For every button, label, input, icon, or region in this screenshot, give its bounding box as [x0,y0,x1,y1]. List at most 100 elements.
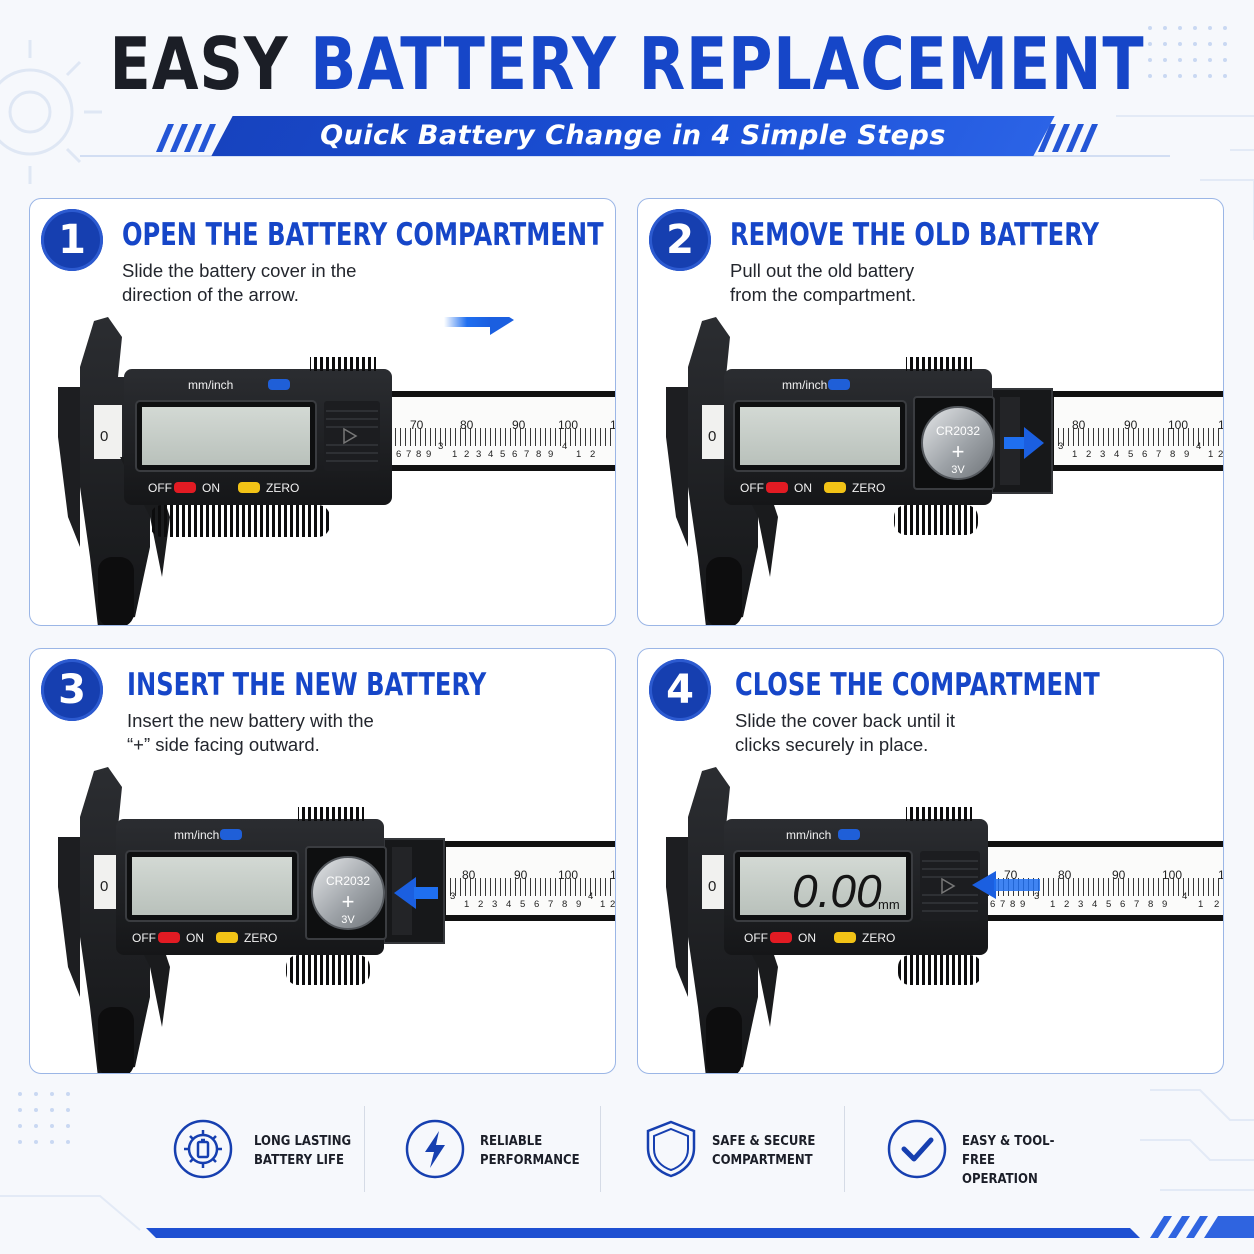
off-button [770,932,792,943]
off-button [158,932,180,943]
step-card-2: 2 REMOVE THE OLD BATTERY Pull out the ol… [637,198,1224,626]
scale-label: 3 [492,899,497,910]
scale-label: 2 [478,899,483,910]
on-label: ON [202,481,220,495]
scale-label: 5 [520,899,525,910]
gear-battery-icon [173,1119,233,1179]
slide-back-arrow-icon [972,871,1040,899]
scale-label: 7 [524,449,529,460]
unit-button-label: mm/inch [786,828,831,842]
scale-label: 1 [1072,449,1077,460]
subtitle-text: Quick Battery Change in 4 Simple Steps [320,120,946,151]
unit-button-label: mm/inch [174,828,219,842]
scale-label: 3 [1078,899,1083,910]
scale-label: 8 [536,449,541,460]
zero-button [238,482,260,493]
scale-label: 100 [1168,418,1188,432]
scale-label: 90 [1112,868,1126,882]
scale-label: 3 [476,449,481,460]
scale-label: 70 [410,418,424,432]
unit-button [268,379,290,390]
caliper-illustration: 70 80 90 100 1 6 7 8 9 3 1 2 3 4 5 6 7 8… [58,317,616,625]
scale-label: 90 [1124,418,1138,432]
step-number-badge: 2 [649,209,711,271]
scale-label: 90 [514,868,528,882]
jaw-scale-zero: 0 [708,428,716,445]
scale-label: 6 [396,449,401,460]
scale-label: 1 [464,899,469,910]
battery-plus: + [342,889,355,914]
on-label: ON [798,931,816,945]
scale-label: 4 [488,449,493,460]
zero-button [824,482,846,493]
scale-label: 6 [990,899,995,910]
scale-label: 7 [1000,899,1005,910]
scale-label: 9 [1184,449,1189,460]
battery-voltage: 3V [951,464,965,476]
scale-label: 3 [1100,449,1105,460]
feature-divider [844,1106,845,1192]
scale-label: 3 [450,891,455,902]
scale-label: 1 [1218,418,1224,432]
scale-label: 1 [1208,449,1213,460]
scale-label: 2 [464,449,469,460]
unit-button [220,829,242,840]
scale-label: 5 [1106,899,1111,910]
scale-label: 90 [512,418,526,432]
scale-label: 4 [1114,449,1119,460]
scale-label: 1 [1050,899,1055,910]
unit-button-label: mm/inch [188,378,233,392]
scale-label: 1 [452,449,457,460]
scale-label: 4 [506,899,511,910]
scale-label: 8 [562,899,567,910]
feature-label: EASY & TOOL-FREE OPERATION [962,1134,1055,1187]
step-desc-line: Pull out the old battery [730,260,915,281]
scale-label: 5 [500,449,505,460]
off-button [174,482,196,493]
scale-label: 1 [610,868,616,882]
step-desc-line: Slide the battery cover in the [122,260,357,281]
new-battery: CR2032 + 3V [311,856,385,930]
step-card-1: 1 OPEN THE BATTERY COMPARTMENT Slide the… [29,198,616,626]
unit-button-label: mm/inch [782,378,827,392]
scale-label: 1 [1218,868,1224,882]
off-label: OFF [740,481,764,495]
checkmark-icon [887,1119,947,1179]
step-desc-line: Slide the cover back until it [735,710,956,731]
step-desc-line: from the compartment. [730,284,917,305]
battery-model: CR2032 [326,874,370,888]
scale-label: 4 [562,441,567,452]
zero-label: ZERO [244,931,277,945]
zero-button [834,932,856,943]
off-button [766,482,788,493]
scale-label: 100 [558,418,578,432]
scale-label: 3 [1034,891,1039,902]
scale-label: 4 [1182,891,1187,902]
scale-label: 100 [558,868,578,882]
title-dark-word: EASY [109,22,289,106]
feature-label: LONG LASTING BATTERY LIFE [254,1134,352,1168]
step-title: INSERT THE NEW BATTERY [127,667,487,703]
scale-label: 80 [460,418,474,432]
title-blue-words: BATTERY REPLACEMENT [310,22,1145,106]
off-label: OFF [744,931,768,945]
scale-label: 2 [1214,899,1219,910]
scale-label: 8 [1148,899,1153,910]
step-desc-line: clicks securely in place. [735,734,929,755]
jaw-scale-zero: 0 [708,878,716,895]
off-label: OFF [132,931,156,945]
unit-button [838,829,860,840]
caliper-illustration: 70 80 90 100 1 6 7 8 9 3 1 2 3 4 5 6 7 8… [666,767,1224,1073]
scale-label: 80 [1072,418,1086,432]
old-battery: CR2032 + 3V [921,406,995,480]
zero-label: ZERO [852,481,885,495]
on-label: ON [186,931,204,945]
step-description: Pull out the old battery from the compar… [730,259,1030,307]
scale-label: 1 [610,418,616,432]
feature-label: SAFE & SECURE COMPARTMENT [712,1134,816,1168]
scale-label: 1 [1198,899,1203,910]
scale-label: 6 [1142,449,1147,460]
insert-arrow-icon [394,877,438,909]
lightning-icon [405,1119,465,1179]
scale-label: 7 [406,449,411,460]
